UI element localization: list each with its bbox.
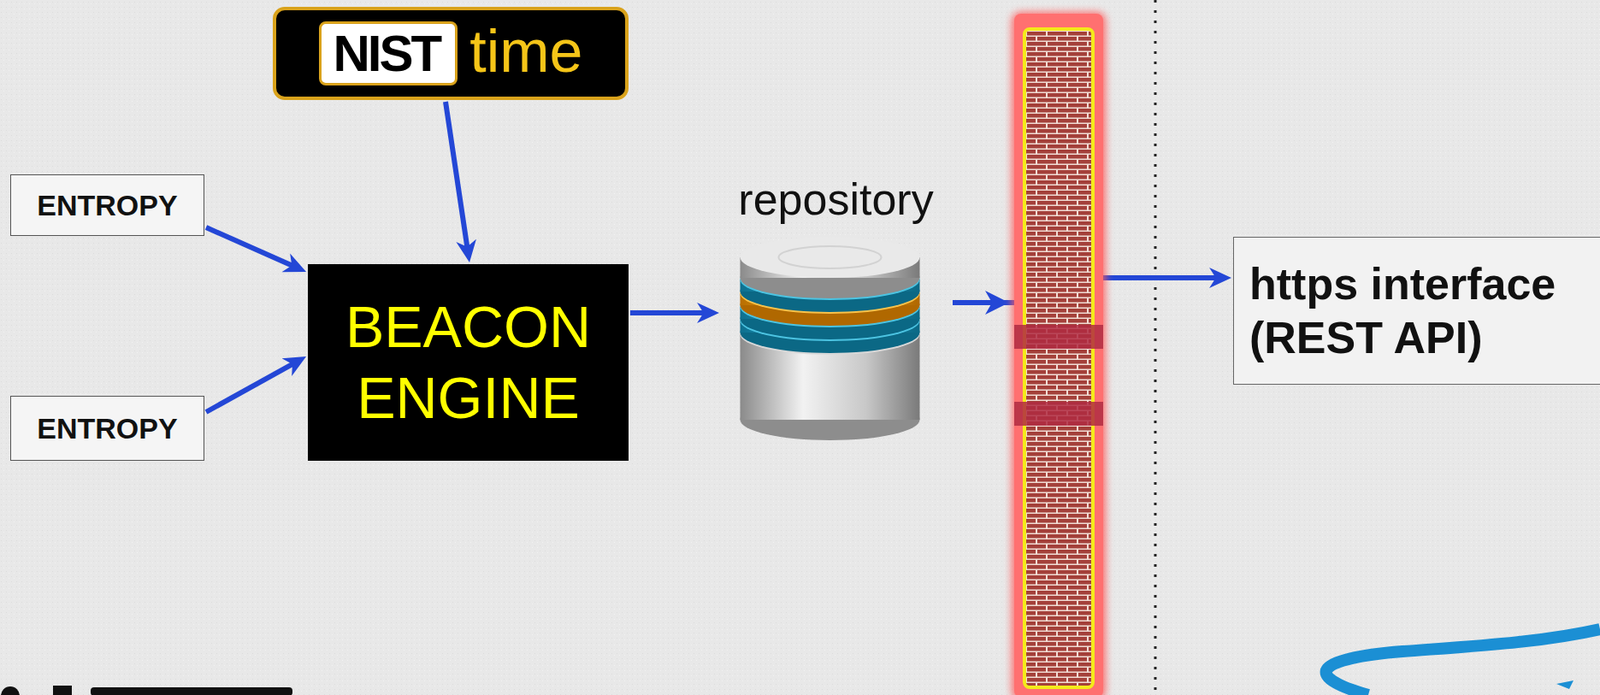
node-label: ENTROPY [36,412,178,446]
node-label: BEACON ENGINE [321,291,615,434]
swoosh-stroke [1326,629,1600,695]
cylinder-cap [740,236,921,299]
engine-box: BEACON ENGINE [307,264,629,461]
dotted-boundary [1154,0,1158,695]
firewall-frame [1014,13,1104,695]
logo-dot [0,686,20,695]
arrowhead [985,290,1010,315]
database-cylinder [735,231,925,446]
flow-arrow [952,277,1220,303]
bird-icon [1556,680,1574,690]
firewall-wall [1024,29,1093,688]
entropy-box: ENTROPY [10,395,205,461]
database-node: repository [720,175,951,448]
node-label: https interface (REST API) [1249,257,1592,365]
node-label: ENTROPY [36,188,178,223]
flow-arrow [630,310,708,316]
logo-bar [90,687,293,695]
node-label: time [469,21,583,87]
flow-arrow [206,227,296,267]
node-label: repository [720,175,951,225]
flow-arrow [445,101,468,251]
entropy-box: ENTROPY [10,174,205,237]
flow-arrow [206,362,296,413]
time-logo: NISTtime [272,6,629,101]
blue-swoosh [1326,629,1600,695]
firewall-band [1014,401,1104,426]
interface-box: https interface (REST API) [1233,236,1600,385]
firewall-glow [1011,11,1106,695]
node-label: NIST [318,21,459,86]
logo-bar [53,685,72,695]
partial-logo [0,685,293,695]
firewall-band [1014,324,1104,349]
